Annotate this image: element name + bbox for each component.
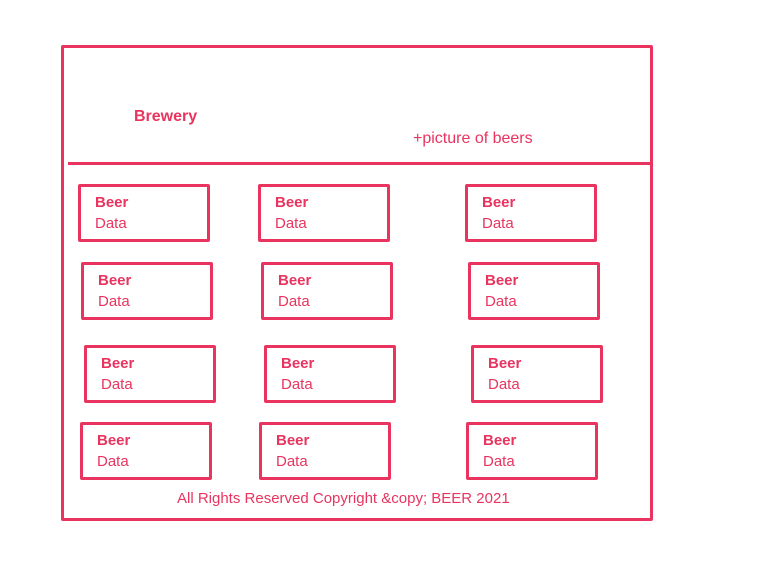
beer-card-title: Beer [488, 355, 522, 372]
header-divider [68, 162, 651, 165]
beer-card-title: Beer [95, 194, 129, 211]
beer-card[interactable]: Beer Data [258, 184, 390, 242]
beer-card-data: Data [275, 215, 307, 232]
beer-card-data: Data [485, 293, 517, 310]
beer-card-title: Beer [101, 355, 135, 372]
beer-card[interactable]: Beer Data [261, 262, 393, 320]
beer-card[interactable]: Beer Data [259, 422, 391, 480]
hero-picture-placeholder: +picture of beers [413, 130, 533, 147]
beer-card[interactable]: Beer Data [465, 184, 597, 242]
beer-card[interactable]: Beer Data [466, 422, 598, 480]
beer-card[interactable]: Beer Data [81, 262, 213, 320]
beer-card-data: Data [101, 376, 133, 393]
beer-card-data: Data [281, 376, 313, 393]
beer-card-title: Beer [485, 272, 519, 289]
beer-card[interactable]: Beer Data [471, 345, 603, 403]
beer-card-title: Beer [281, 355, 315, 372]
beer-card[interactable]: Beer Data [264, 345, 396, 403]
beer-card[interactable]: Beer Data [84, 345, 216, 403]
beer-card-title: Beer [483, 432, 517, 449]
beer-card[interactable]: Beer Data [78, 184, 210, 242]
beer-card-data: Data [276, 453, 308, 470]
page-title: Brewery [134, 108, 198, 125]
beer-card[interactable]: Beer Data [468, 262, 600, 320]
beer-card-data: Data [482, 215, 514, 232]
beer-card-title: Beer [275, 194, 309, 211]
beer-card-data: Data [97, 453, 129, 470]
beer-card-title: Beer [482, 194, 516, 211]
beer-card[interactable]: Beer Data [80, 422, 212, 480]
beer-card-title: Beer [278, 272, 312, 289]
beer-card-data: Data [488, 376, 520, 393]
beer-card-data: Data [98, 293, 130, 310]
beer-card-data: Data [278, 293, 310, 310]
beer-card-title: Beer [98, 272, 132, 289]
footer-copyright: All Rights Reserved Copyright &copy; BEE… [177, 490, 510, 507]
page-frame [61, 45, 653, 521]
beer-card-data: Data [95, 215, 127, 232]
beer-card-title: Beer [276, 432, 310, 449]
beer-card-title: Beer [97, 432, 131, 449]
beer-card-data: Data [483, 453, 515, 470]
